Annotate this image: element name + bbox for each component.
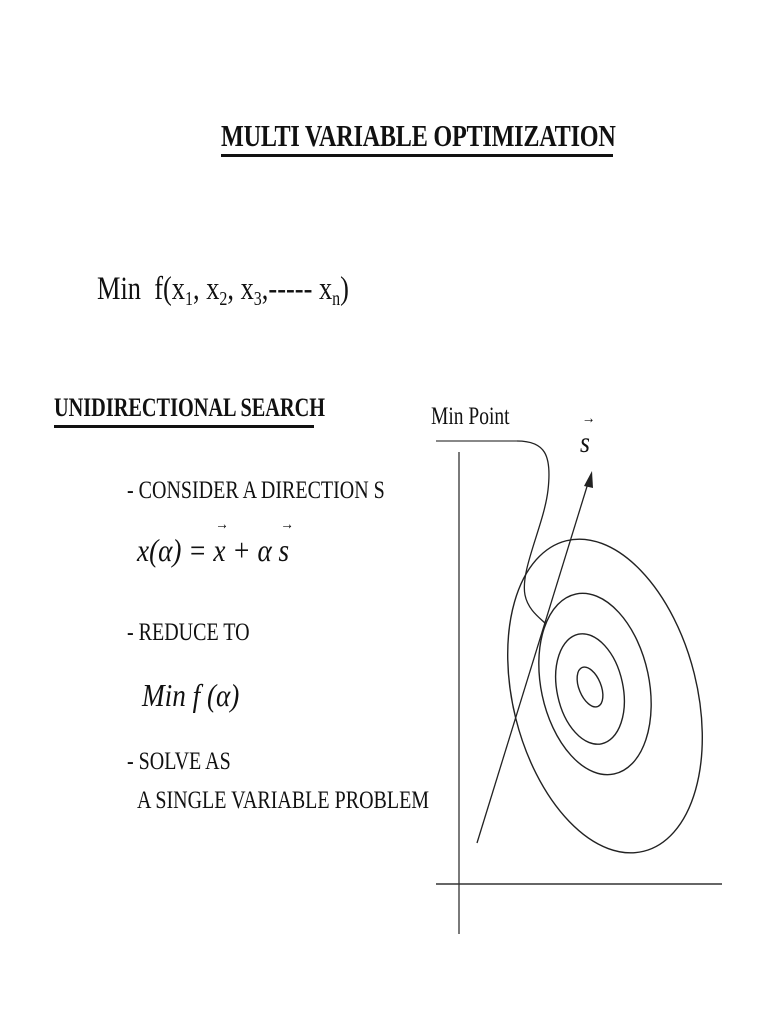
vector-s: s — [279, 516, 295, 569]
objective-sep: ,----- x — [261, 271, 333, 307]
contour-outer — [507, 538, 703, 854]
direction-label: s — [580, 410, 595, 460]
objective-function: Min f(x1, x2, x3,----- xn) — [97, 271, 349, 311]
contour-inner — [576, 666, 604, 708]
min-point-label: Min Point — [431, 403, 510, 430]
search-direction-line — [476, 479, 590, 844]
objective-sep: , x — [227, 271, 254, 307]
objective-min: Min — [97, 271, 142, 307]
bullet-single-variable: A SINGLE VARIABLE PROBLEM — [137, 787, 430, 814]
section-underline — [54, 425, 314, 428]
subscript-n: n — [332, 288, 341, 310]
vector-x: x — [213, 516, 229, 569]
bullet-consider-direction: - CONSIDER A DIRECTION S — [127, 477, 385, 504]
objective-f: f(x — [154, 271, 185, 307]
subscript-2: 2 — [219, 288, 228, 310]
direction-s-vector: s — [580, 410, 595, 460]
equation-line-search: x(α) = x + α s — [137, 516, 295, 569]
bullet-reduce-to: - REDUCE TO — [127, 619, 250, 646]
objective-sep: , x — [193, 271, 220, 307]
arrow-head-icon — [584, 471, 593, 488]
subscript-3: 3 — [253, 288, 262, 310]
title-underline — [221, 154, 613, 157]
section-heading: UNIDIRECTIONAL SEARCH — [54, 393, 326, 422]
equation-reduced: Min f (α) — [142, 677, 240, 713]
slide-title: MULTI VARIABLE OPTIMIZATION — [221, 118, 616, 153]
contour-second — [538, 592, 652, 776]
contour-lines — [507, 538, 703, 854]
equation-plus: + α — [225, 532, 279, 568]
subscript-1: 1 — [185, 288, 193, 310]
min-point-pointer — [516, 440, 550, 625]
equation-lhs: x(α) = — [137, 532, 214, 568]
contour-third — [554, 633, 626, 745]
objective-close: ) — [340, 271, 349, 307]
bullet-solve-as: - SOLVE AS — [127, 748, 231, 775]
